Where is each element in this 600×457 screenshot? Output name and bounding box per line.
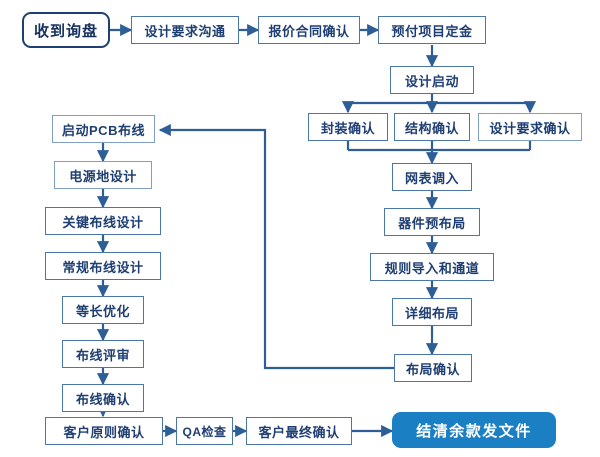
node-detail-placement-label: 详细布局 [404,305,459,321]
node-routing-review-label: 布线评审 [75,347,130,363]
node-critical-routing-design-label: 关键布线设计 [62,214,144,230]
node-netlist-import[interactable]: 网表调入 [392,163,472,191]
node-structure-confirm-label: 结构确认 [404,120,459,136]
node-design-start-label: 设计启动 [404,73,459,89]
node-routing-review[interactable]: 布线评审 [62,340,144,368]
node-critical-routing-design[interactable]: 关键布线设计 [45,207,161,235]
node-structure-confirm[interactable]: 结构确认 [394,113,470,141]
node-normal-routing-design-label: 常规布线设计 [62,259,144,275]
node-component-preplacement-label: 器件预布局 [398,215,466,231]
node-qa-check[interactable]: QA检查 [176,417,233,445]
node-length-tuning-label: 等长优化 [75,303,130,319]
node-customer-final-confirm[interactable]: 客户最终确认 [246,417,352,445]
node-package-confirm-label: 封装确认 [320,120,375,136]
node-design-requirement-confirm-label: 设计要求确认 [489,120,571,136]
node-package-confirm[interactable]: 封装确认 [308,113,388,141]
node-design-requirement-confirm[interactable]: 设计要求确认 [478,113,582,141]
node-prepay-deposit[interactable]: 预付项目定金 [378,16,486,44]
node-placement-confirm-label: 布局确认 [405,361,460,377]
node-start[interactable]: 收到询盘 [22,12,110,48]
node-rule-import-and-channel[interactable]: 规则导入和通道 [370,253,494,281]
node-quote-contract-confirm-label: 报价合同确认 [268,23,350,39]
node-settle-balance-deliver-files[interactable]: 结清余款发文件 [392,412,556,448]
node-start-label: 收到询盘 [33,22,98,40]
node-start-pcb-routing[interactable]: 启动PCB布线 [52,115,155,143]
node-power-ground-design-label: 电源地设计 [69,168,137,184]
node-netlist-import-label: 网表调入 [404,170,459,186]
edge-placementconfirm-to-pcbrouting [158,123,395,370]
node-power-ground-design[interactable]: 电源地设计 [54,161,152,189]
node-length-tuning[interactable]: 等长优化 [62,296,144,324]
node-placement-confirm[interactable]: 布局确认 [394,354,472,382]
node-detail-placement[interactable]: 详细布局 [392,298,472,326]
node-qa-check-label: QA检查 [182,424,227,439]
node-customer-final-confirm-label: 客户最终确认 [258,424,340,440]
node-customer-principle-confirm[interactable]: 客户原则确认 [45,417,163,445]
node-design-requirement-communication-label: 设计要求沟通 [144,23,226,39]
node-customer-principle-confirm-label: 客户原则确认 [63,424,145,440]
node-quote-contract-confirm[interactable]: 报价合同确认 [258,16,360,44]
node-start-pcb-routing-label: 启动PCB布线 [62,122,145,138]
node-settle-balance-deliver-files-label: 结清余款发文件 [416,422,532,440]
node-normal-routing-design[interactable]: 常规布线设计 [45,252,161,280]
node-design-start[interactable]: 设计启动 [390,66,474,94]
node-routing-confirm[interactable]: 布线确认 [62,384,144,412]
node-component-preplacement[interactable]: 器件预布局 [384,208,480,236]
node-rule-import-and-channel-label: 规则导入和通道 [384,260,480,276]
node-routing-confirm-label: 布线确认 [75,391,130,407]
node-design-requirement-communication[interactable]: 设计要求沟通 [131,16,239,44]
node-prepay-deposit-label: 预付项目定金 [391,23,473,39]
